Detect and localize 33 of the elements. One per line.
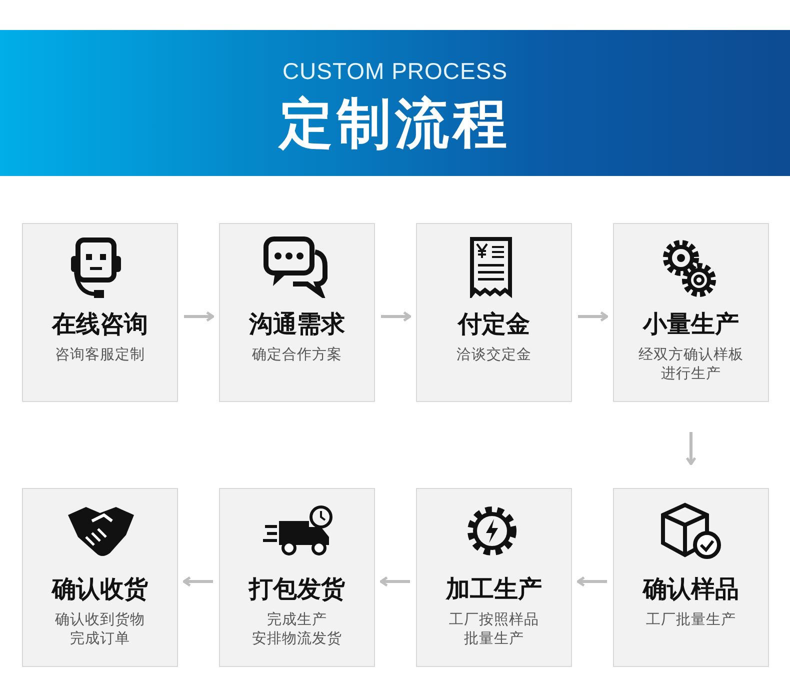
step-title: 付定金 [456, 309, 531, 340]
step-card [219, 223, 375, 402]
step-title: 确认样品 [641, 574, 740, 605]
step-title: 在线咨询 [50, 309, 149, 340]
arrow [184, 311, 214, 322]
step-card [613, 488, 769, 667]
step-card [219, 488, 375, 667]
step-title: 打包发货 [247, 574, 346, 605]
step-description: 确认收到货物完成订单 [54, 611, 146, 649]
step-card [613, 223, 769, 402]
step-card [22, 488, 178, 667]
step-title: 沟通需求 [248, 309, 346, 340]
step-card [416, 488, 572, 667]
arrow [182, 576, 213, 587]
arrow [381, 311, 412, 322]
arrow [686, 432, 696, 466]
step-title: 确认收货 [50, 574, 149, 605]
step-description: 咨询客服定制 [54, 346, 146, 365]
step-description: 经双方确认样板进行生产 [638, 346, 744, 384]
step-description: 完成生产安排物流发货 [251, 611, 343, 649]
arrow [380, 576, 410, 587]
arrow [578, 311, 608, 322]
step-description: 确定合作方案 [251, 346, 343, 365]
step-description: 洽谈交定金 [456, 346, 532, 365]
header-subtitle: CUSTOM PROCESS [281, 58, 509, 85]
step-title: 小量生产 [642, 309, 740, 340]
step-description: 工厂按照样品批量生产 [448, 611, 540, 649]
step-description: 工厂批量生产 [645, 611, 737, 630]
step-card [22, 223, 178, 402]
header-title: 定制流程 [277, 91, 512, 157]
step-title: 加工生产 [444, 574, 543, 605]
step-card [416, 223, 572, 402]
arrow [576, 576, 607, 587]
